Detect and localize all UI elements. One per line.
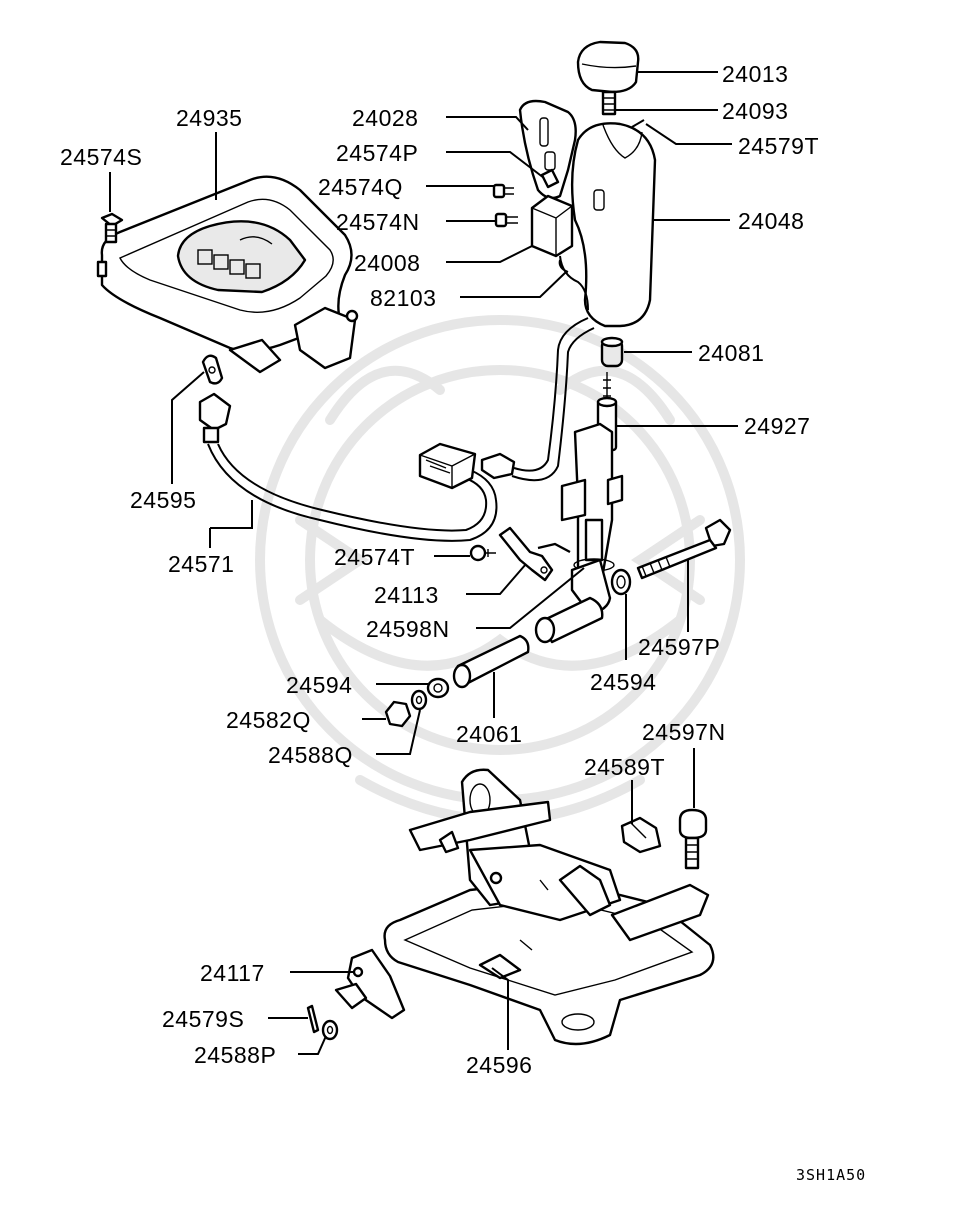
clip-24589t (620, 816, 662, 854)
lever-housing (570, 122, 657, 328)
label-24582q: 24582Q (226, 707, 311, 733)
label-24588p: 24588P (194, 1042, 276, 1068)
label-24579t: 24579T (738, 133, 819, 159)
screw-24574n (494, 212, 518, 228)
bolt-24597p (636, 518, 732, 580)
label-24597n: 24597N (642, 719, 726, 745)
label-24596: 24596 (466, 1052, 532, 1078)
cable-24571 (198, 392, 498, 542)
label-24008: 24008 (354, 250, 420, 276)
pin-24579s (306, 1004, 320, 1034)
screw-24574q (492, 183, 514, 199)
base-bracket-24596 (383, 768, 715, 1046)
label-24081: 24081 (698, 340, 764, 366)
plate-24117 (334, 948, 406, 1020)
screw-24574p (540, 168, 560, 189)
label-24574t: 24574T (334, 544, 415, 570)
label-24595: 24595 (130, 487, 196, 513)
shift-lever-24927 (534, 372, 624, 644)
console-panel (96, 175, 359, 374)
bracket-24113 (498, 526, 571, 582)
label-24588q: 24588Q (268, 742, 353, 768)
label-24597p: 24597P (638, 634, 720, 660)
leader-lines (109, 71, 738, 1055)
sleeve-24061 (452, 634, 530, 689)
label-24048: 24048 (738, 208, 804, 234)
label-24594-right: 24594 (590, 669, 656, 695)
label-24113: 24113 (374, 582, 439, 608)
bolt-24597n (678, 808, 708, 870)
bushing-24594-right (610, 568, 632, 596)
nut-24582q (384, 700, 412, 728)
screw-24574t (469, 544, 496, 562)
label-24935: 24935 (176, 105, 242, 131)
label-24061: 24061 (456, 721, 522, 747)
label-24028: 24028 (352, 105, 418, 131)
label-24574s: 24574S (60, 144, 142, 170)
label-24013: 24013 (722, 61, 788, 87)
label-24927: 24927 (744, 413, 810, 439)
washer-24588q (410, 689, 428, 711)
shift-knob (576, 40, 640, 116)
label-24574n: 24574N (336, 209, 420, 235)
screw-24574s (100, 212, 124, 244)
wire-harness-82103 (558, 255, 589, 311)
label-24574q: 24574Q (318, 174, 403, 200)
washer-24588p (321, 1019, 339, 1041)
clip-24595 (201, 354, 224, 385)
label-24594-left: 24594 (286, 672, 352, 698)
label-24574p: 24574P (336, 140, 418, 166)
part-labels: 24013 24093 24579T 24048 24028 24574P 24… (60, 61, 866, 1184)
connector-block (418, 442, 477, 490)
bracket-24028 (518, 99, 577, 200)
label-24579s: 24579S (162, 1006, 244, 1032)
bushing-24594-left (426, 677, 450, 699)
label-24093: 24093 (722, 98, 788, 124)
label-24571: 24571 (168, 551, 234, 577)
wire-connector-2 (480, 317, 595, 482)
cap-24081 (600, 336, 624, 368)
pin-24579t (631, 119, 645, 128)
switch-24008 (530, 194, 574, 258)
label-24589t: 24589T (584, 754, 665, 780)
drawing-code: 3SH1A50 (796, 1166, 866, 1184)
label-24598n: 24598N (366, 616, 450, 642)
label-82103: 82103 (370, 285, 436, 311)
label-24117: 24117 (200, 960, 265, 986)
